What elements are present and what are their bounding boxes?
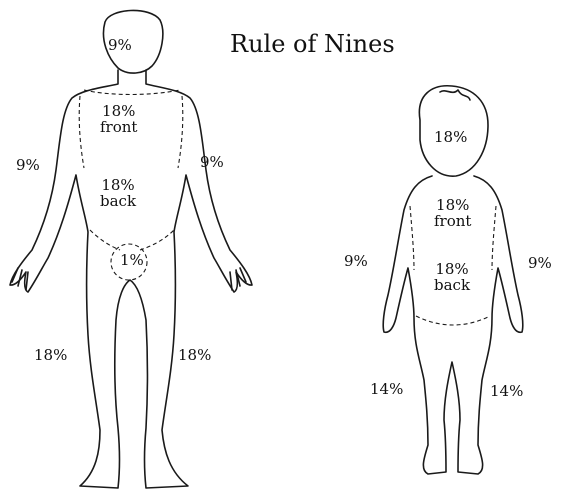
adult-trunk-back-label: 18% back: [100, 178, 136, 210]
child-trunk-back-word: back: [434, 278, 470, 294]
adult-figure: [10, 10, 252, 488]
child-left-shoulder-line: [410, 206, 414, 270]
adult-groin-label: 1%: [120, 253, 144, 269]
diagram-title: Rule of Nines: [230, 30, 395, 58]
child-hair: [440, 90, 470, 100]
adult-right-leg-label: 18%: [178, 348, 211, 364]
adult-left-shoulder-line: [79, 96, 84, 168]
adult-neck-line: [84, 90, 180, 95]
adult-head-label: 9%: [108, 38, 132, 54]
child-right-leg-label: 14%: [490, 384, 523, 400]
child-right-shoulder-line: [492, 206, 496, 270]
child-trunk-front-label: 18% front: [434, 198, 471, 230]
adult-trunk-back-word: back: [100, 194, 136, 210]
child-trunk-back-label: 18% back: [434, 262, 470, 294]
adult-trunk-front-label: 18% front: [100, 104, 137, 136]
child-trunk-front-word: front: [434, 214, 471, 230]
adult-left-leg-label: 18%: [34, 348, 67, 364]
child-waist-line: [416, 316, 490, 325]
child-right-arm-label: 9%: [528, 256, 552, 272]
child-left-leg-label: 14%: [370, 382, 403, 398]
adult-hip-line: [90, 230, 174, 250]
adult-left-arm-label: 9%: [16, 158, 40, 174]
adult-right-fingers: [230, 268, 246, 290]
child-head-label: 18%: [434, 130, 467, 146]
child-left-arm-label: 9%: [344, 254, 368, 270]
adult-right-shoulder-line: [178, 96, 183, 168]
adult-trunk-front-word: front: [100, 120, 137, 136]
adult-right-arm-label: 9%: [200, 155, 224, 171]
